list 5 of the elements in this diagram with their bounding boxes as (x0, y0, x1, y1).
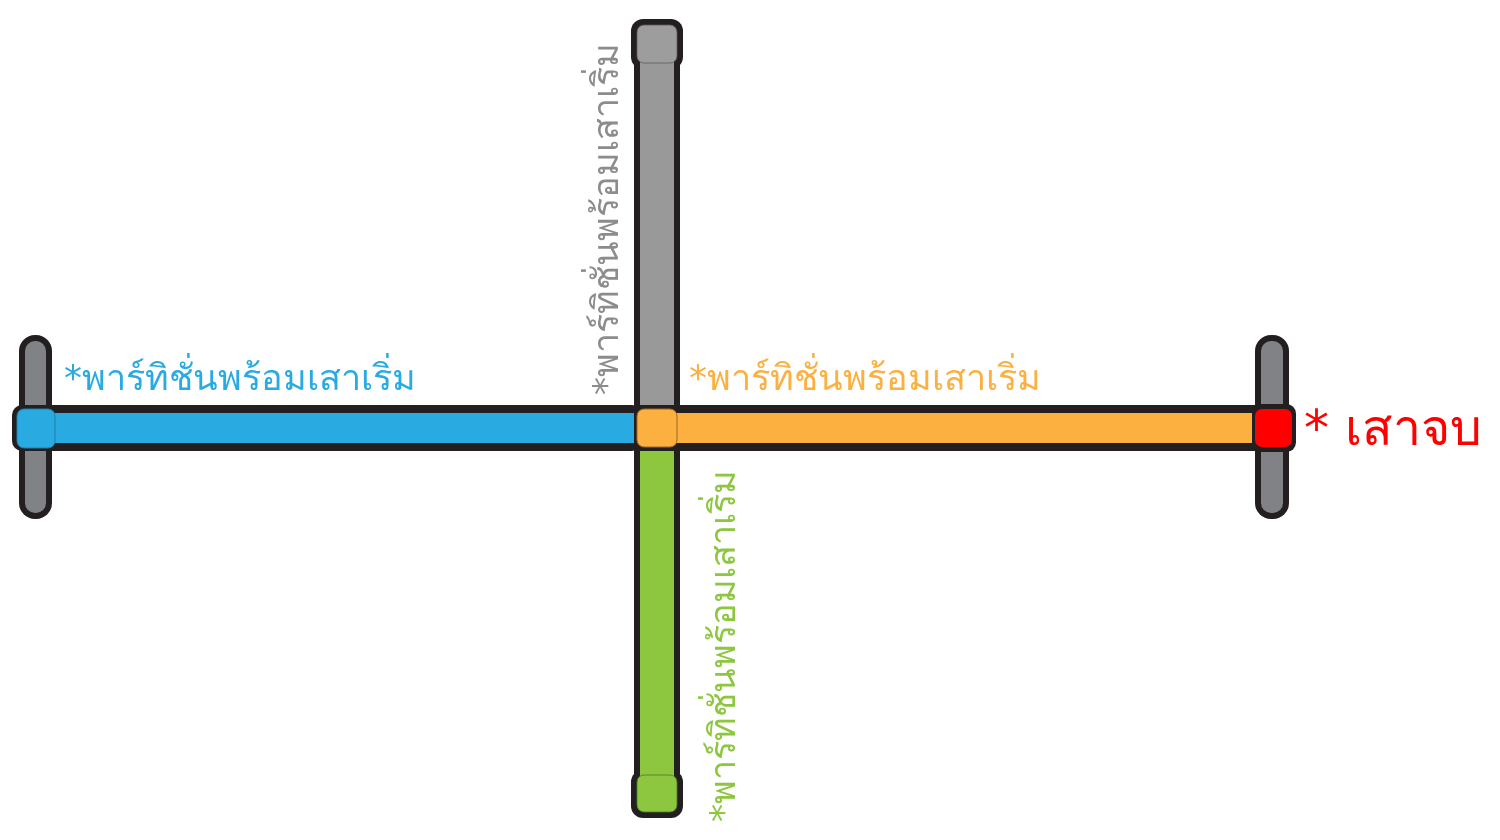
partition-label: *พาร์ทิชั่นพร้อมเสาเริ่ม (700, 470, 744, 822)
partition-label: *พาร์ทิชั่นพร้อมเสาเริ่ม (64, 355, 416, 400)
post-label: * เสาจบ (1304, 398, 1482, 459)
partition-label: *พาร์ทิชั่นพร้อมเสาเริ่ม (583, 43, 627, 395)
partition-label: *พาร์ทิชั่นพร้อมเสาเริ่ม (689, 355, 1041, 400)
